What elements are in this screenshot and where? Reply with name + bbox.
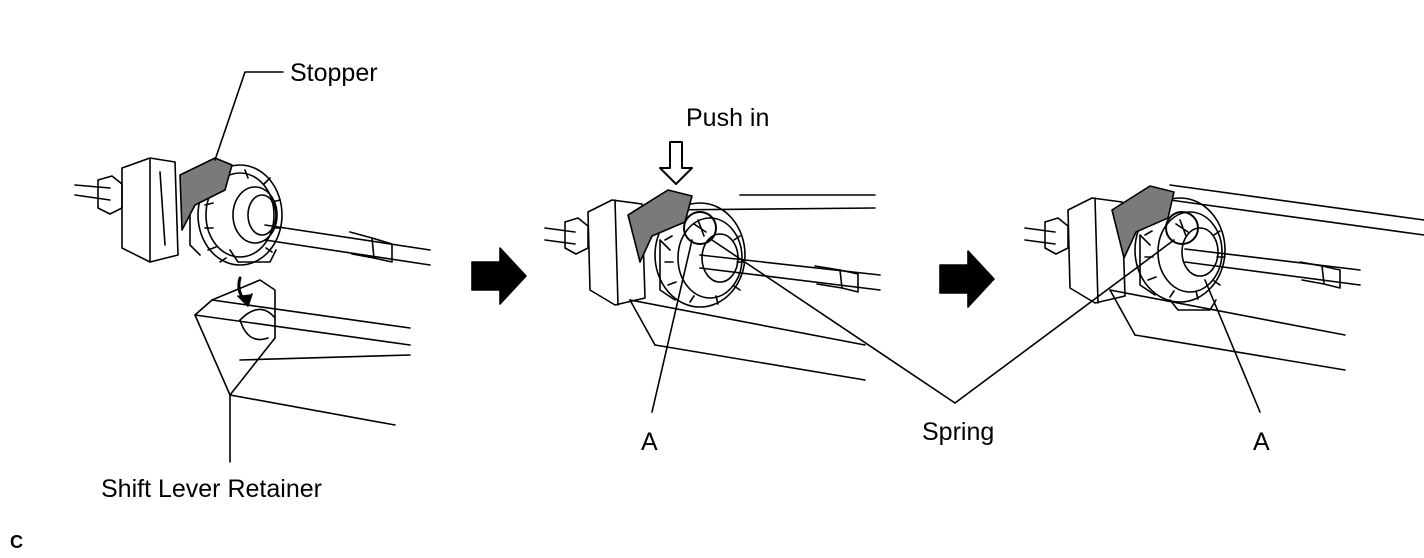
rotate-arrow-head (237, 293, 253, 307)
a-left-label: A (641, 428, 658, 456)
process-arrow-2 (939, 250, 995, 308)
panel-2-push-in (544, 141, 956, 413)
push-in-arrow (659, 141, 693, 185)
panel-3-bracket (1109, 184, 1424, 371)
spring-label: Spring (922, 418, 995, 446)
panel-1-rods (74, 184, 431, 266)
panel-1-housing (97, 157, 179, 263)
panel-3-stopper-part (1111, 185, 1175, 259)
a-right-label: A (1253, 428, 1270, 456)
panel-2-bracket (629, 194, 876, 381)
a-left-leader-line (651, 239, 693, 413)
panel-2-housing (564, 199, 646, 306)
figure-code-label: C (10, 532, 23, 552)
stopper-leader-line (214, 71, 284, 161)
panel-2-spring-detail (693, 219, 707, 237)
panel-3-spring-circle (1165, 211, 1199, 245)
spring-leader-line-left (711, 239, 956, 404)
shift-lever-retainer-bracket (194, 279, 411, 426)
panel-3-installed (954, 184, 1424, 413)
panel-3-rods (1024, 227, 1361, 289)
push-in-label: Push in (686, 104, 770, 132)
a-right-leader-line (1204, 279, 1261, 413)
panel-2-rods (544, 227, 881, 293)
panel-2-spring-circle (683, 211, 717, 245)
spring-leader-line-right (954, 239, 1175, 404)
shift-lever-retainer-label: Shift Lever Retainer (101, 475, 322, 503)
panel-1-clip (229, 249, 277, 263)
panel-3-spring-detail (1175, 219, 1189, 237)
stopper-label: Stopper (290, 59, 378, 87)
panel-3-housing (1044, 197, 1126, 304)
panel-1-before (74, 71, 431, 463)
process-arrow-1 (471, 247, 527, 305)
panel-2-collar (654, 202, 746, 308)
